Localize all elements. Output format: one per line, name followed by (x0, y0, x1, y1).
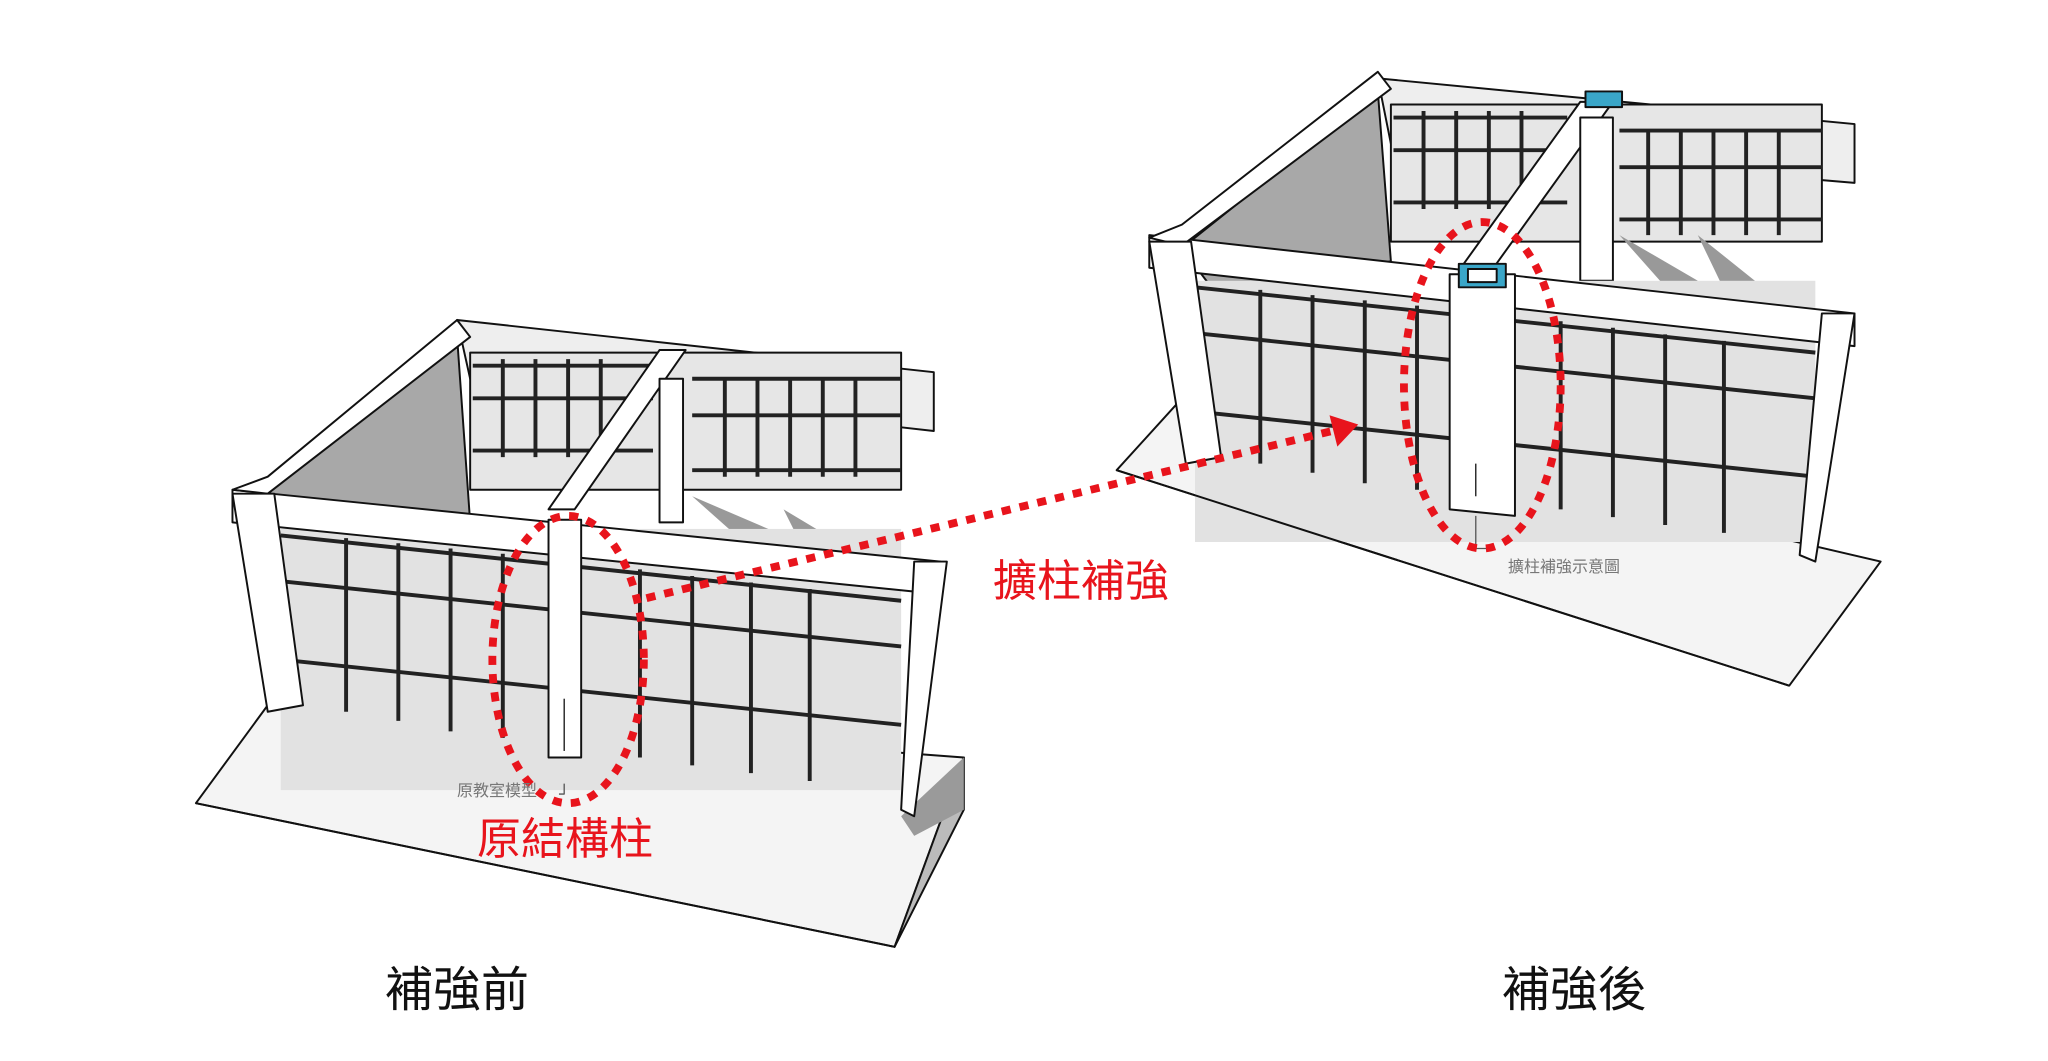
classroom-model-before (194, 318, 965, 948)
original-model-note: 原教室模型 (457, 781, 538, 800)
enlarged-column-highlight (1400, 218, 1565, 553)
enlargement-note: 擴柱補強示意圖 (1508, 557, 1621, 576)
original-column-label: 原結構柱 (477, 814, 653, 865)
transition-arrow-head (1329, 415, 1359, 447)
column-enlargement-label: 擴柱補強 (993, 556, 1169, 607)
caption-before: 補強前 (385, 962, 530, 1018)
transition-arrow-line (645, 427, 1334, 602)
caption-after: 補強後 (1502, 962, 1647, 1018)
classroom-model-after (1115, 70, 1882, 687)
